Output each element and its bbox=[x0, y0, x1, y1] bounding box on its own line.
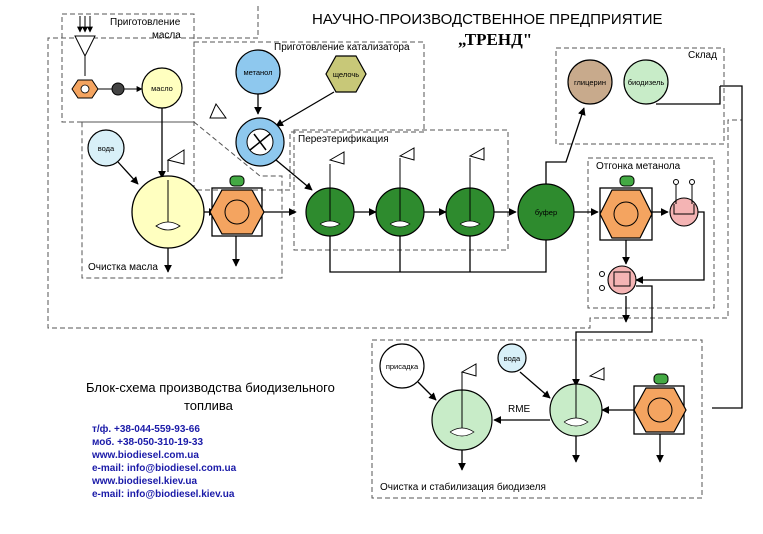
oil-pump bbox=[209, 175, 265, 237]
oil-filter-icon bbox=[74, 35, 96, 58]
oil-mesh-filter-icon bbox=[111, 82, 125, 96]
oil-intake-arrows bbox=[77, 16, 93, 33]
final-mixer bbox=[431, 363, 493, 451]
contact-site-1: www.biodiesel.com.ua bbox=[91, 450, 199, 461]
wash-reactor bbox=[549, 367, 605, 437]
outer-dashed-boundary bbox=[47, 6, 742, 329]
section-biodiesel-cleaning-label: Очистка и стабилизация биодизеля bbox=[380, 481, 546, 493]
contact-site-2: www.biodiesel.kiev.ua bbox=[91, 476, 197, 487]
section-transesterification-box bbox=[293, 129, 509, 251]
section-transesterification-label: Переэтерификация bbox=[298, 133, 389, 145]
contact-email-1: e-mail: info@biodiesel.com.ua bbox=[92, 463, 237, 474]
vessel-water-label: вода bbox=[98, 144, 115, 153]
reactor-2 bbox=[375, 147, 425, 237]
vessel-additive bbox=[379, 343, 425, 389]
flow-label-rme: RME bbox=[508, 404, 531, 415]
section-biodiesel-cleaning-box bbox=[371, 339, 703, 499]
vessel-biodiesel-label: биодизель bbox=[628, 78, 665, 87]
vessel-glycerin-label: глицерин bbox=[574, 78, 606, 87]
vessel-oil-label: масло bbox=[151, 84, 173, 93]
contact-phone: т/ф. +38-044-559-93-66 bbox=[92, 423, 200, 435]
section-storage-label: Склад bbox=[688, 50, 717, 61]
vessel-alkali bbox=[325, 55, 367, 93]
vessel-water bbox=[87, 129, 125, 167]
vessel-alkali-label: щелочь bbox=[333, 70, 359, 79]
distillation-heater-2 bbox=[599, 265, 637, 295]
caption-line1: Блок-схема производства биодизельного bbox=[86, 380, 335, 395]
final-pump bbox=[633, 373, 687, 435]
caption-line2: топлива bbox=[184, 398, 234, 413]
section-oil-prep-label-1: Приготовление bbox=[110, 17, 181, 28]
section-oil-cleaning-label: Очистка масла bbox=[88, 262, 158, 273]
section-oil-cleaning-box bbox=[81, 121, 283, 279]
section-oil-prep-label-2: масла bbox=[152, 30, 181, 41]
section-methanol-distillation-label: Отгонка метанола bbox=[596, 161, 681, 172]
section-storage-box bbox=[555, 47, 725, 145]
section-catalyst-box bbox=[193, 41, 425, 191]
distillation-heater-1 bbox=[669, 179, 699, 227]
vessel-glycerin bbox=[567, 59, 613, 105]
header-line2: „ТРЕНД" bbox=[458, 30, 532, 49]
vessel-buffer-label: буфер bbox=[535, 208, 557, 217]
vessel-water-2-label: вода bbox=[504, 354, 521, 363]
contact-email-2: e-mail: info@biodiesel.kiev.ua bbox=[92, 489, 235, 500]
header-line1: НАУЧНО-ПРОИЗВОДСТВЕННОЕ ПРЕДПРИЯТИЕ bbox=[312, 11, 662, 28]
distillation-pump bbox=[599, 175, 653, 241]
vessel-additive-label: присадка bbox=[386, 362, 419, 371]
reactor-return-lines bbox=[329, 236, 547, 273]
section-methanol-distillation-box bbox=[587, 157, 715, 309]
reactor-3 bbox=[445, 147, 495, 237]
vessel-water-2 bbox=[497, 343, 527, 373]
section-catalyst-label: Приготовление катализатора bbox=[274, 42, 410, 53]
catalyst-mixer bbox=[209, 102, 285, 167]
vessel-biodiesel bbox=[623, 59, 669, 105]
vessel-methanol-label: метанол bbox=[243, 68, 272, 77]
contact-mobile: моб. +38-050-310-19-33 bbox=[92, 436, 203, 448]
reactor-1 bbox=[305, 151, 355, 237]
